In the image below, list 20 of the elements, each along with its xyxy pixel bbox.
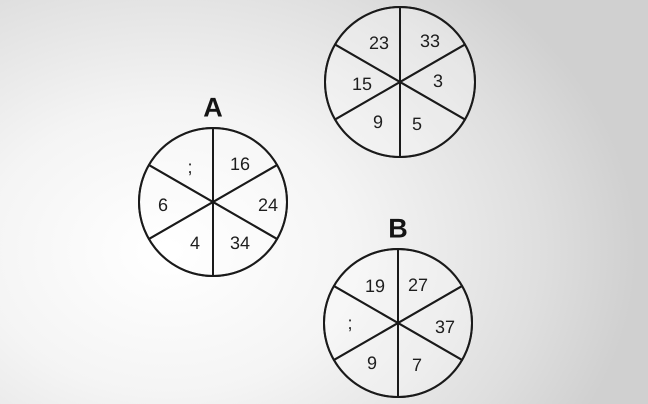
sector-value: ; <box>188 158 192 176</box>
sector-value: ; <box>348 314 352 332</box>
circle-heading: B <box>388 216 408 242</box>
circle-heading: A <box>203 94 223 122</box>
sector-value: 19 <box>364 277 386 295</box>
sector-value: 4 <box>190 234 200 252</box>
sector-value: 24 <box>258 196 278 214</box>
sector-value: 9 <box>373 113 383 131</box>
sector-value: 33 <box>420 32 440 50</box>
sector-value: 6 <box>158 196 168 214</box>
sector-value: 3 <box>433 72 443 90</box>
sector-value: 23 <box>368 34 390 52</box>
sector-value: 34 <box>230 234 250 252</box>
sector-value: 16 <box>230 155 250 173</box>
sector-value: 15 <box>352 75 372 93</box>
sector-value: 9 <box>367 354 377 372</box>
sector-value: 5 <box>412 115 422 133</box>
sector-value: 27 <box>408 276 428 294</box>
sector-value: 7 <box>412 356 422 374</box>
sector-value: 37 <box>434 318 456 336</box>
